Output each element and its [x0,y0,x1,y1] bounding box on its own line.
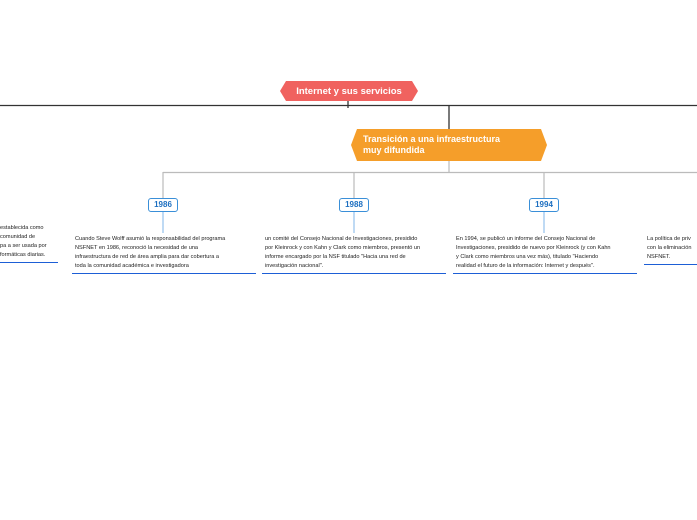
note-line: y Clark como miembros una vez más), titu… [456,254,599,261]
note-line: En 1994, se publicó un informe del Conse… [456,236,596,242]
topic-label-line-2: muy difundida [363,145,425,155]
note-line: establecida como [0,225,44,231]
note-line: NSFNET. [647,254,671,261]
note-right-fragment[interactable]: La política de priv con la eliminación N… [644,235,697,266]
note-1986[interactable]: Cuando Steve Wolff asumió la responsabil… [72,235,256,275]
note-line: Cuando Steve Wolff asumió la responsabil… [75,236,226,242]
note-line: NSFNET en 1986, reconoció la necesidad d… [75,245,199,252]
note-line: Investigaciones, presidido de nuevo por … [456,245,611,252]
root-label: Internet y sus servicios [296,85,402,97]
year-label: 1994 [535,200,553,209]
note-line: realidad el futuro de la información: In… [456,263,595,270]
year-node-1994[interactable]: 1994 [529,198,559,212]
topic-node[interactable]: Transición a una infraestructura muy dif… [351,129,547,161]
note-line: formáticas diarias. [0,252,46,259]
note-left-fragment[interactable]: establecida como comunidad de pa a ser u… [0,224,58,264]
root-node[interactable]: Internet y sus servicios [280,81,418,101]
note-line: un comité del Consejo Nacional de Invest… [265,236,418,242]
note-line: comunidad de [0,234,36,241]
note-line: pa a ser usada por [0,243,47,250]
note-1994[interactable]: En 1994, se publicó un informe del Conse… [453,235,637,275]
note-line: toda la comunidad académica e investigad… [75,263,189,270]
note-line: La política de priv [647,236,691,242]
note-1988[interactable]: un comité del Consejo Nacional de Invest… [262,235,446,275]
year-label: 1986 [154,200,172,209]
year-label: 1988 [345,200,363,209]
note-line: investigación nacional". [265,263,324,270]
topic-label-line-1: Transición a una infraestructura [363,134,501,144]
note-line: con la eliminación [647,245,692,252]
note-line: informe encargado por la NSF titulado "H… [265,254,406,261]
year-node-1986[interactable]: 1986 [148,198,178,212]
note-line: por Kleinrock y con Kahn y Clark como mi… [265,245,421,252]
note-line: infraestructura de red de área amplia pa… [75,254,219,261]
year-node-1988[interactable]: 1988 [339,198,369,212]
